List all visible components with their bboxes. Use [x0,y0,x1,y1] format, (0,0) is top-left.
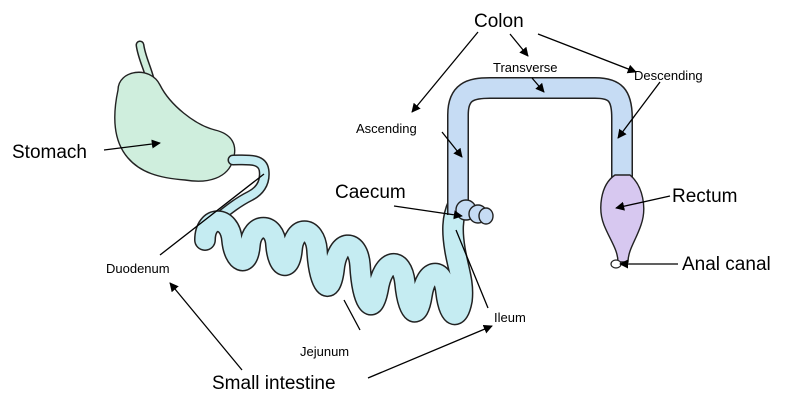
label-colon: Colon [474,11,524,32]
rectum-shape [601,175,644,262]
label-anal-canal: Anal canal [682,254,771,275]
label-stomach: Stomach [12,142,87,163]
label-jejunum: Jejunum [300,344,349,359]
colon-shape [458,88,622,215]
stomach-shape [115,72,235,181]
label-descending: Descending [634,68,703,83]
label-caecum: Caecum [335,182,406,203]
label-transverse: Transverse [493,60,558,75]
label-ileum: Ileum [494,310,526,325]
label-small-intestine: Small intestine [212,373,336,394]
anal-opening [611,260,621,268]
label-rectum: Rectum [672,186,737,207]
label-duodenum: Duodenum [106,261,170,276]
small-intestine-coils [205,205,462,314]
label-ascending: Ascending [356,121,417,136]
